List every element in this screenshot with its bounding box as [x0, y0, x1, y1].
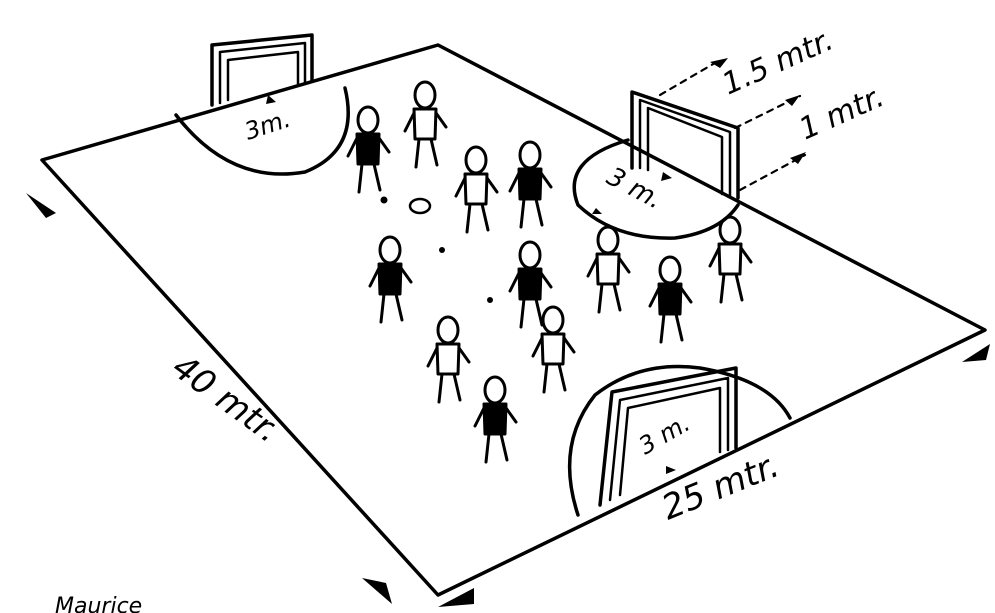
corner-marker-right-bottom — [962, 344, 990, 362]
player-light — [588, 227, 629, 312]
ball — [381, 197, 388, 204]
player-dark — [348, 107, 389, 192]
goal-height-label: 1.5 mtr. — [717, 23, 838, 103]
ball — [439, 247, 445, 253]
corner-markers — [26, 193, 990, 607]
player-light — [710, 217, 751, 302]
corner-marker-left — [26, 193, 56, 218]
ball — [410, 199, 430, 213]
goal-depth-label: 1 mtr. — [794, 79, 889, 147]
player-dark — [475, 377, 516, 462]
player-dark — [510, 142, 551, 227]
player-dark — [370, 237, 411, 322]
area-radius-left-label: 3m. — [241, 105, 294, 146]
ball — [487, 297, 493, 303]
player-light — [405, 82, 446, 167]
area-radius-bottom-label: 3 m. — [634, 409, 695, 460]
signature: Maurice — [55, 594, 142, 613]
player-light — [456, 147, 497, 232]
player-light — [428, 317, 469, 402]
area-radius-right-label: 3 m. — [602, 162, 668, 216]
player-dark — [650, 257, 691, 342]
player-light — [533, 307, 574, 392]
players — [348, 82, 751, 462]
corner-marker-bottom-left — [362, 578, 392, 604]
